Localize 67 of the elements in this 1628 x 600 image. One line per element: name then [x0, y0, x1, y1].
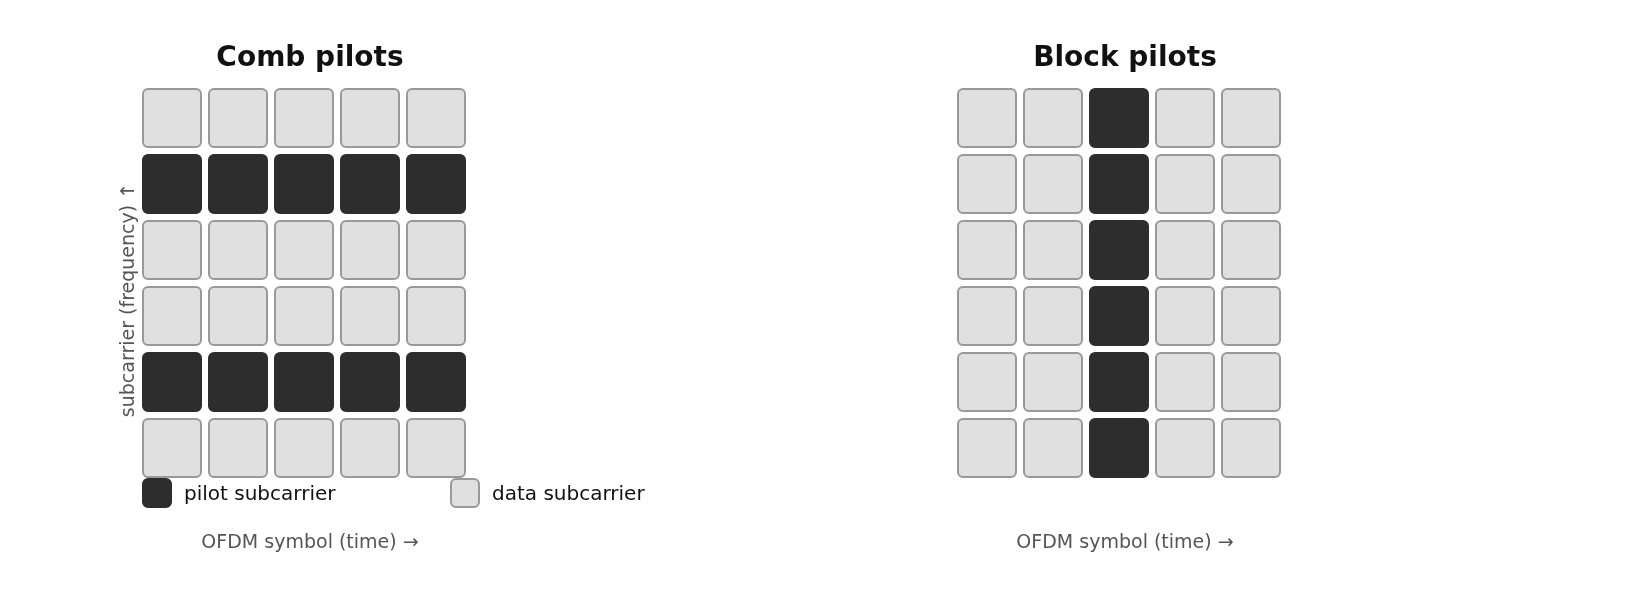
data-square: [340, 220, 400, 280]
pilot-square: [1089, 220, 1149, 280]
pilot-square: [274, 154, 334, 214]
data-square: [1023, 418, 1083, 478]
data-square: [1221, 286, 1281, 346]
data-square: [142, 220, 202, 280]
data-square: [142, 418, 202, 478]
data-square: [340, 418, 400, 478]
data-square: [274, 220, 334, 280]
pilot-square: [340, 352, 400, 412]
data-square: [208, 286, 268, 346]
data-square: [957, 418, 1017, 478]
pilot-square: [274, 352, 334, 412]
data-square: [142, 286, 202, 346]
data-square: [1155, 418, 1215, 478]
legend-label: pilot subcarrier: [184, 481, 336, 505]
data-square: [1155, 220, 1215, 280]
data-square: [208, 220, 268, 280]
data-square: [274, 286, 334, 346]
pilot-square: [406, 352, 466, 412]
data-square: [957, 352, 1017, 412]
data-square: [274, 88, 334, 148]
data-square: [274, 418, 334, 478]
data-square: [1221, 352, 1281, 412]
data-square: [1155, 154, 1215, 214]
data-square: [208, 418, 268, 478]
data-square: [1155, 286, 1215, 346]
data-square: [340, 286, 400, 346]
data-square: [957, 286, 1017, 346]
pilot-square: [1089, 352, 1149, 412]
data-square: [340, 88, 400, 148]
pilot-square: [340, 154, 400, 214]
pilot-square: [1089, 88, 1149, 148]
pilot-square: [1089, 418, 1149, 478]
axis-label: OFDM symbol (time) →: [1015, 530, 1235, 552]
data-square: [406, 418, 466, 478]
panel-title: Comb pilots: [215, 40, 405, 73]
data-square: [142, 88, 202, 148]
data-square: [208, 88, 268, 148]
data-square: [1155, 352, 1215, 412]
pilot-square: [142, 352, 202, 412]
data-square: [1221, 418, 1281, 478]
data-square: [957, 88, 1017, 148]
panel-title: Block pilots: [1032, 40, 1218, 73]
data-square: [406, 220, 466, 280]
data-square: [1221, 154, 1281, 214]
data-square: [406, 88, 466, 148]
data-square: [957, 154, 1017, 214]
pilot-square: [1089, 154, 1149, 214]
data-square: [1023, 154, 1083, 214]
pilot-square: [406, 154, 466, 214]
pilot-square: [1089, 286, 1149, 346]
axis-label: OFDM symbol (time) →: [200, 530, 420, 552]
axis-label: subcarrier (frequency) ↑: [116, 182, 139, 418]
data-square: [1221, 220, 1281, 280]
legend-label: data subcarrier: [492, 481, 645, 505]
pilot-square: [208, 154, 268, 214]
data-square: [1155, 88, 1215, 148]
data-square: [1023, 220, 1083, 280]
data-square: [957, 220, 1017, 280]
data-square: [1023, 88, 1083, 148]
data-square: [1023, 352, 1083, 412]
data-square: [406, 286, 466, 346]
data-square: [1221, 88, 1281, 148]
data-square: [1023, 286, 1083, 346]
pilot-square: [142, 154, 202, 214]
pilot-square: [208, 352, 268, 412]
